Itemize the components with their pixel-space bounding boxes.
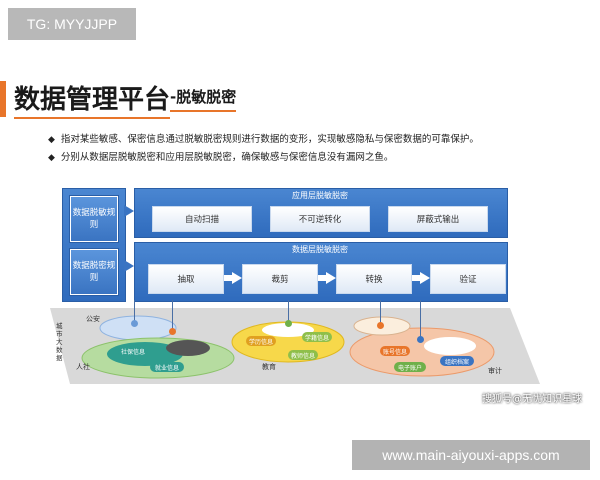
chip-zuzhi: 组织档案 (440, 356, 474, 366)
app-item-label: 不可逆转化 (298, 215, 342, 225)
bullet-item: ◆ 指对某些敏感、保密信息通过脱敏脱密规则进行数据的变形，实现敏感隐私与保密数据… (48, 134, 568, 146)
title-accent-bar (0, 81, 6, 117)
app-layer-header: 应用层脱敏脱密 (292, 191, 348, 200)
shehui-dark-ellipse (166, 340, 210, 356)
chip-shebao: 社保信息 (118, 346, 148, 356)
step-arrow-body (318, 275, 328, 281)
step-arrow-body (412, 275, 422, 281)
step-verify: 验证 (430, 264, 506, 294)
shehui-label: 人社 (76, 363, 90, 371)
app-item-irreversible: 不可逆转化 (270, 206, 370, 232)
app-item-label: 自动扫描 (184, 215, 219, 225)
chip-jiuye: 就业信息 (150, 362, 184, 372)
bullet-list: ◆ 指对某些敏感、保密信息通过脱敏脱密规则进行数据的变形，实现敏感隐私与保密数据… (48, 134, 568, 170)
gongan-label: 公安 (86, 315, 100, 323)
arrow-right-icon (124, 205, 134, 217)
shenji-label: 审计 (488, 367, 502, 375)
bullet-item: ◆ 分别从数据层脱敏脱密和应用层脱敏脱密，确保敏感与保密信息没有漏网之鱼。 (48, 152, 568, 164)
pin-line (380, 300, 381, 326)
chip-dianzi: 电子账户 (394, 362, 426, 372)
arrow-right-icon (326, 272, 336, 284)
arrow-right-icon (124, 260, 134, 272)
page-title: 数据管理平台 -脱敏脱密 (0, 79, 300, 119)
source-watermark: 搜狐号@无忧知识星球 (482, 394, 582, 405)
city-data-label: 城市大数据 (56, 322, 63, 362)
bullet-text: 指对某些敏感、保密信息通过脱敏脱密规则进行数据的变形，实现敏感隐私与保密数据的可… (60, 134, 479, 145)
title-main: 数据管理平台 (14, 79, 171, 119)
step-label: 转换 (365, 275, 383, 285)
desensitization-rules-box: 数据脱敏规则 (70, 196, 118, 242)
step-transform: 转换 (336, 264, 412, 294)
gongan-ellipse (99, 315, 177, 341)
chip-xueli: 学历信息 (246, 336, 276, 346)
arrow-right-icon (420, 272, 430, 284)
declassification-rules-label: 数据脱密规则 (72, 261, 116, 283)
arrow-right-icon (232, 272, 242, 284)
jiaoyu-white-ellipse (262, 323, 314, 337)
app-item-masked-output: 屏蔽式输出 (388, 206, 488, 232)
desensitization-rules-label: 数据脱敏规则 (72, 208, 116, 230)
step-extract: 抽取 (148, 264, 224, 294)
pin-line (134, 300, 135, 324)
pin-line (420, 300, 421, 340)
city-data-floor (50, 308, 540, 384)
step-label: 验证 (459, 275, 477, 285)
pin-dot (169, 328, 176, 335)
pin-dot (377, 322, 384, 329)
diamond-bullet-icon: ◆ (48, 135, 55, 145)
diamond-bullet-icon: ◆ (48, 153, 55, 163)
step-trim: 裁剪 (242, 264, 318, 294)
app-item-label: 屏蔽式输出 (416, 215, 460, 225)
chip-xueji: 学籍信息 (302, 332, 332, 342)
pin-dot (285, 320, 292, 327)
title-sub: -脱敏脱密 (170, 86, 237, 112)
app-item-auto-scan: 自动扫描 (152, 206, 252, 232)
step-label: 抽取 (177, 275, 195, 285)
step-arrow-body (224, 275, 234, 281)
data-layer-header: 数据层脱敏脱密 (292, 245, 348, 254)
pin-line (288, 300, 289, 324)
chip-zhanghao: 账号信息 (380, 346, 410, 356)
shenji-white-ellipse (424, 337, 476, 355)
chip-jiaoshi: 教师信息 (288, 350, 318, 360)
pin-dot (417, 336, 424, 343)
bullet-text: 分别从数据层脱敏脱密和应用层脱敏脱密，确保敏感与保密信息没有漏网之鱼。 (60, 152, 394, 163)
pin-line (172, 300, 173, 330)
step-label: 裁剪 (271, 275, 289, 285)
url-banner: www.main-aiyouxi-apps.com (352, 440, 590, 470)
jiaoyu-label: 教育 (262, 363, 276, 371)
declassification-rules-box: 数据脱密规则 (70, 249, 118, 295)
pin-dot (131, 320, 138, 327)
tag-label: TG: MYYJJPP (8, 8, 136, 40)
